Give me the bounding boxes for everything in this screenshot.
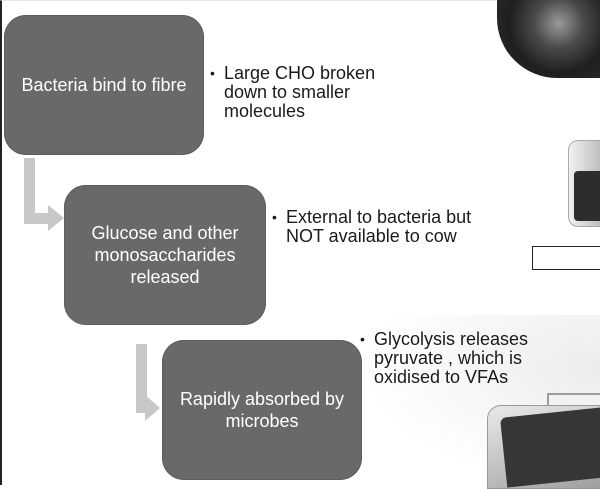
bullet-icon: • bbox=[210, 65, 215, 81]
device-screen bbox=[574, 171, 600, 221]
step-box-1: Bacteria bind to fibre bbox=[4, 15, 204, 155]
bullet-icon: • bbox=[272, 209, 277, 225]
connector-1-vertical bbox=[24, 158, 35, 224]
connector-1-arrowhead bbox=[48, 205, 64, 231]
connector-2-vertical bbox=[136, 344, 147, 413]
step-box-2: Glucose and other monosaccharides releas… bbox=[64, 185, 266, 325]
step-box-3: Rapidly absorbed by microbes bbox=[162, 340, 362, 480]
step-label: Glucose and other monosaccharides releas… bbox=[91, 223, 239, 287]
empty-label-box bbox=[532, 246, 600, 270]
step-label: Bacteria bind to fibre bbox=[21, 75, 187, 95]
connector-2-arrowhead bbox=[145, 395, 160, 421]
connector-2-horizontal bbox=[136, 402, 146, 413]
device-image bbox=[568, 140, 600, 227]
step-note-2: • External to bacteria but NOT available… bbox=[272, 208, 492, 246]
step-note-1: • Large CHO broken down to smaller molec… bbox=[210, 64, 410, 121]
bullet-icon: • bbox=[360, 331, 365, 347]
note-text: Glycolysis releases pyruvate , which is … bbox=[374, 329, 529, 387]
note-text: External to bacteria but NOT available t… bbox=[286, 207, 472, 246]
device-image bbox=[487, 405, 600, 489]
note-text: Large CHO broken down to smaller molecul… bbox=[224, 63, 376, 121]
step-label: Rapidly absorbed by microbes bbox=[179, 389, 345, 431]
step-note-3: • Glycolysis releases pyruvate , which i… bbox=[360, 330, 570, 387]
connector-1-horizontal bbox=[24, 213, 50, 224]
